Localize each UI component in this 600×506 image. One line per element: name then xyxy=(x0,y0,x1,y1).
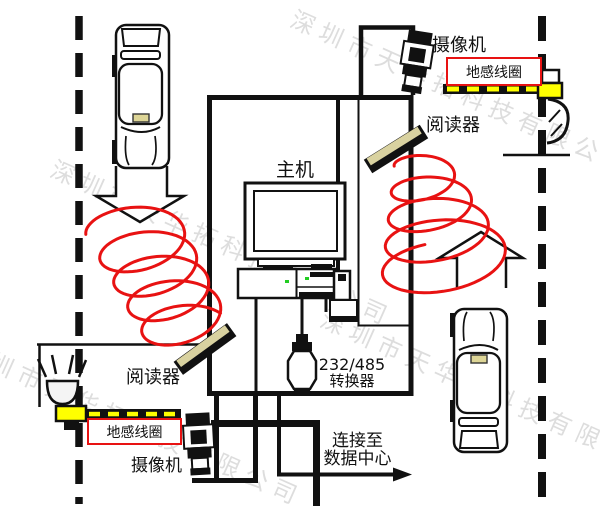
ground-coil-label-entry: 地感线圈 xyxy=(446,57,542,86)
datacenter-label-line2: 数据中心 xyxy=(323,448,392,469)
rf-signal-exit xyxy=(84,205,223,347)
reader-icon-entry xyxy=(363,124,429,174)
host-computer xyxy=(236,181,358,394)
converter-icon xyxy=(286,334,318,395)
lamp-icon-entry xyxy=(546,97,570,145)
rf-signal-entry xyxy=(380,154,507,295)
converter-label-line1: 232/485 xyxy=(318,355,386,374)
camera-icon-exit xyxy=(181,411,217,477)
datacenter-label-line1: 连接至 xyxy=(332,431,383,451)
lamp-icon-exit xyxy=(36,354,88,406)
host-label: 主机 xyxy=(276,159,315,181)
exit-direction-arrow xyxy=(434,230,528,288)
ground-coil-label-exit: 地感线圈 xyxy=(87,418,182,445)
barrier-machine xyxy=(54,404,88,423)
datacenter-arrowhead xyxy=(393,467,412,482)
reader-icon-exit xyxy=(173,323,237,375)
ground-coil-text: 地感线圈 xyxy=(106,424,163,441)
entry-direction-arrow xyxy=(91,166,189,224)
camera-icon-entry xyxy=(395,28,437,96)
ground-coil-text: 地感线圈 xyxy=(466,64,522,81)
camera-label-entry: 摄像机 xyxy=(432,35,486,56)
exit-lane-wall xyxy=(211,420,320,506)
datacenter-cable xyxy=(277,393,393,477)
datacenter-label: 连接至 数据中心 xyxy=(315,431,400,469)
control-booth-outline xyxy=(207,95,414,396)
camera-label-exit: 摄像机 xyxy=(131,456,182,476)
cables xyxy=(254,298,328,394)
entering-car xyxy=(110,23,171,170)
barrier-entry xyxy=(443,68,564,100)
reader-label-entry: 阅读器 xyxy=(426,115,480,136)
reader-label-exit: 阅读器 xyxy=(126,367,180,388)
power-led xyxy=(285,280,289,283)
exiting-car xyxy=(448,307,509,454)
drive-led xyxy=(305,277,309,280)
booth-inner-partition xyxy=(357,97,411,327)
converter-label-line2: 转换器 xyxy=(329,371,375,390)
barrier-machine xyxy=(536,81,564,100)
barrier-exit xyxy=(54,404,181,430)
camera-pedestal xyxy=(192,393,258,483)
converter-label: 232/485 转换器 xyxy=(317,355,387,390)
